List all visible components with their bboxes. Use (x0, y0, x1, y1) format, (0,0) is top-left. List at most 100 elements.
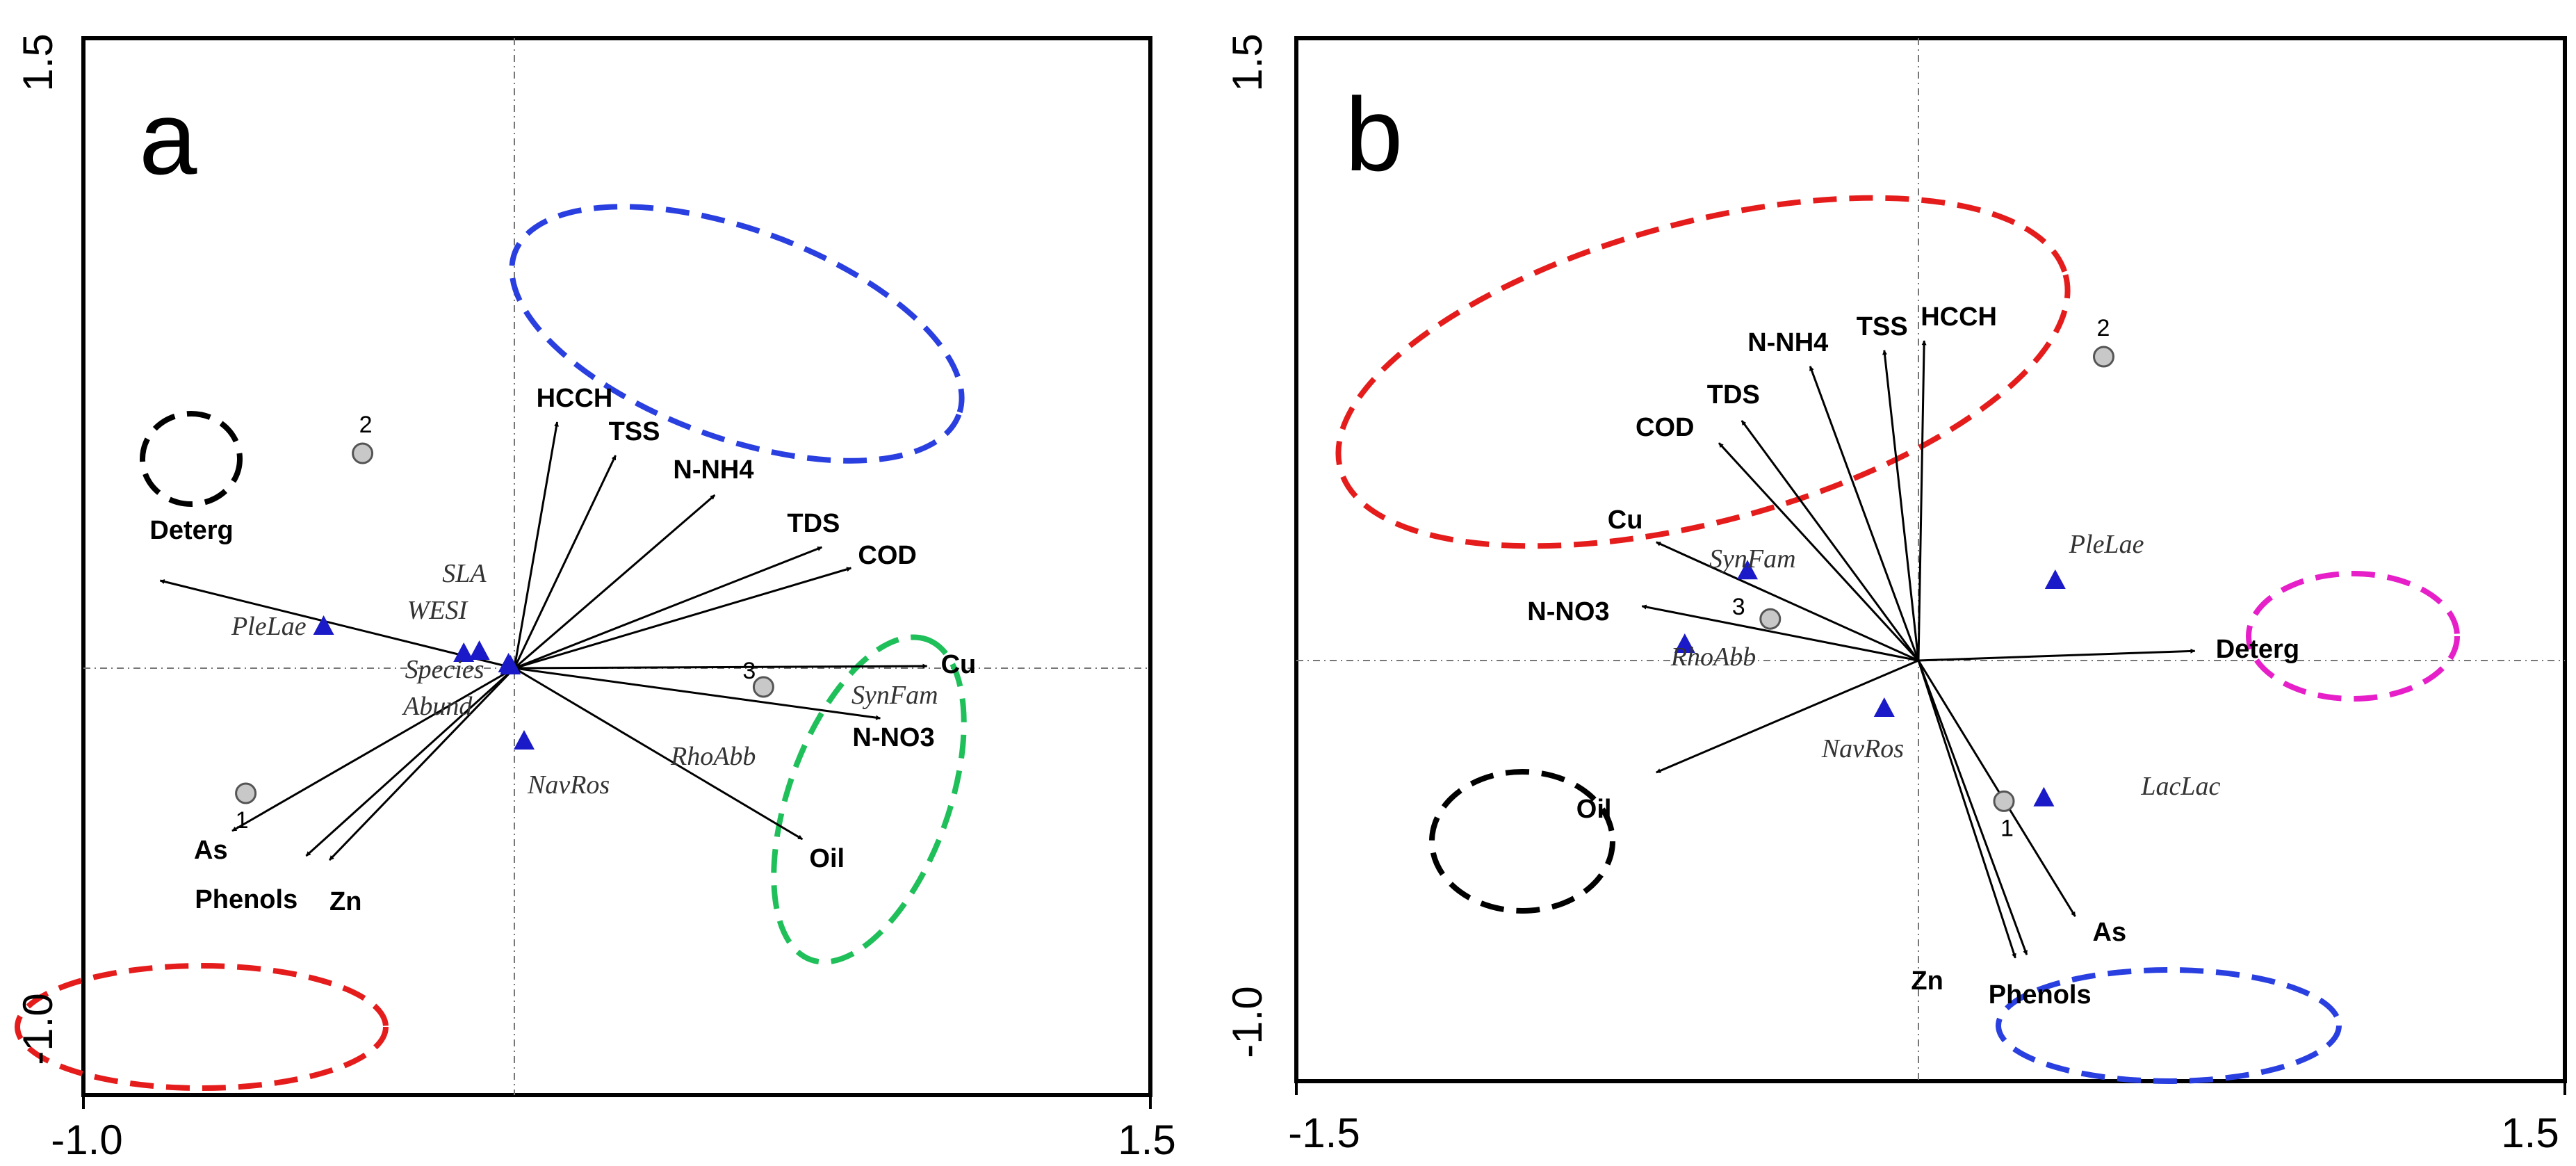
vector-zn-arrow (1917, 660, 2016, 959)
panel-a-group-ellipse-green (771, 634, 967, 965)
vector-deterg-label: Deterg (2216, 635, 2299, 664)
panel-a-group-ellipse-black (140, 411, 243, 507)
vector-tds-label: TDS (787, 509, 840, 538)
vector-deterg-arrow (1918, 648, 2196, 662)
species-rhoabb-label: RhoAbb (1670, 642, 1756, 672)
panel-a-y-tick-label-min: -1.0 (15, 993, 61, 1064)
species-abund-marker (500, 655, 521, 674)
vector-n-nh4-arrow (514, 494, 716, 670)
panel-b-group-ellipse-magenta (2246, 571, 2460, 702)
vector-n-no3-arrow (514, 667, 881, 720)
vector-phenols-label: Phenols (195, 885, 297, 914)
site-3-marker (752, 676, 774, 698)
vector-cu-label: Cu (1608, 505, 1643, 535)
site-2-label: 2 (359, 412, 373, 438)
site-3-label: 3 (1732, 594, 1745, 620)
vector-tds-arrow (514, 546, 823, 670)
vector-as-arrow (1917, 660, 2076, 917)
panel-b-vectors: HCCHTSSN-NH4TDSCODCuN-NO3DetergOilAsPhen… (1527, 302, 2299, 1010)
species-synfam-label: SynFam (1709, 544, 1796, 574)
vector-hcch-arrow (1917, 340, 1927, 661)
vector-oil-arrow (1656, 659, 1919, 774)
panel-b-group-ellipse-blue (1996, 967, 2342, 1084)
species-plelae-label: PleLae (231, 612, 307, 641)
vector-tss-arrow (513, 455, 617, 669)
site-1-label: 1 (2000, 815, 2014, 841)
vector-cod-arrow (1718, 442, 1920, 662)
panel-a-x-tick-label-min: -1.0 (51, 1117, 122, 1163)
vector-phenols-arrow (305, 667, 516, 857)
panel-b-y-tick-label-min: -1.0 (1224, 986, 1271, 1058)
site-2-marker (2093, 346, 2114, 368)
vector-deterg-arrow (159, 579, 515, 670)
species-wesi-marker (453, 642, 475, 662)
vector-as-arrow (231, 667, 515, 832)
vector-tss-arrow (1882, 350, 1920, 661)
vector-as-label: As (194, 836, 228, 865)
vector-n-nh4-label: N-NH4 (1747, 328, 1828, 357)
vector-hcch-label: HCCH (1921, 302, 1997, 332)
vector-zn-arrow (328, 667, 516, 861)
panel-b-x-tick-label-max: 1.5 (2501, 1110, 2559, 1156)
panel-b-frame (1294, 36, 2567, 1083)
vector-cu-label: Cu (941, 650, 977, 679)
site-1-marker (235, 782, 257, 804)
vector-n-no3-label: N-NO3 (1527, 597, 1609, 626)
panel-b-label: b (1345, 76, 1403, 193)
vector-cu-arrow (1656, 541, 1919, 662)
vector-oil-arrow (514, 667, 804, 841)
species-plelae-marker (313, 615, 334, 635)
panel-a-frame (81, 36, 1152, 1097)
species-abund-label: Abund (401, 692, 473, 721)
panel-a: a HCCHTSSN-NH4TDSCODDetergCuN-NO3OilAsPh… (15, 33, 1176, 1163)
species-sla-label: SLA (442, 559, 487, 588)
vector-phenols-label: Phenols (1989, 980, 2092, 1010)
vector-cod-label: COD (858, 541, 916, 570)
vector-n-no3-arrow (1641, 604, 1919, 662)
vector-oil-label: Oil (1576, 795, 1612, 824)
panel-b-group-ellipse-red (1335, 195, 2071, 549)
species-laclac-label: LacLac (2140, 772, 2220, 801)
panel-a-group-ellipse-blue (509, 204, 965, 464)
vector-cod-label: COD (1636, 413, 1694, 442)
species-navros-label: NavRos (1821, 734, 1904, 763)
panel-a-vectors: HCCHTSSN-NH4TDSCODDetergCuN-NO3OilAsPhen… (149, 384, 976, 916)
panel-a-y-tick-label-max: 1.5 (15, 33, 61, 91)
species-laclac-marker (2033, 786, 2055, 807)
panel-a-x-tick-label-max: 1.5 (1118, 1117, 1175, 1163)
species-navros-marker (514, 730, 535, 750)
species-plelae-marker (2044, 569, 2066, 589)
species-rhoabb-marker (1674, 633, 1695, 653)
species-navros-label: NavRos (527, 770, 610, 800)
vector-phenols-arrow (1917, 660, 2028, 955)
vector-as-label: As (2093, 918, 2127, 947)
site-1-label: 1 (236, 807, 249, 834)
vector-n-nh4-label: N-NH4 (673, 455, 753, 485)
vector-n-no3-label: N-NO3 (852, 723, 934, 752)
species-plelae-label: PleLae (2069, 530, 2144, 559)
species-rhoabb-label: RhoAbb (670, 742, 756, 771)
vector-deterg-label: Deterg (149, 516, 233, 545)
site-2-marker (352, 442, 374, 464)
species-synfam-label: SynFam (851, 681, 938, 710)
panel-a-sites: 1 2 3 (235, 412, 774, 834)
panel-b-y-tick-label-max: 1.5 (1224, 33, 1271, 91)
vector-n-nh4-arrow (1809, 366, 1920, 661)
panel-b-sites: 123 (1732, 315, 2114, 841)
vector-tds-arrow (1741, 420, 1920, 661)
species-synfam-marker (1737, 560, 1758, 580)
species-species-label: Species (405, 655, 484, 684)
vector-oil-label: Oil (809, 844, 845, 873)
site-1-marker (1993, 790, 2015, 812)
site-3-label: 3 (742, 658, 756, 684)
site-3-marker (1759, 608, 1782, 630)
vector-cod-arrow (514, 567, 852, 670)
panel-a-label: a (139, 79, 197, 196)
species-sla-marker (468, 640, 490, 660)
species-wesi-label: WESI (407, 596, 469, 625)
species-navros-marker (1873, 697, 1895, 717)
vector-zn-label: Zn (1911, 966, 1943, 996)
vector-cu-arrow (514, 663, 928, 670)
